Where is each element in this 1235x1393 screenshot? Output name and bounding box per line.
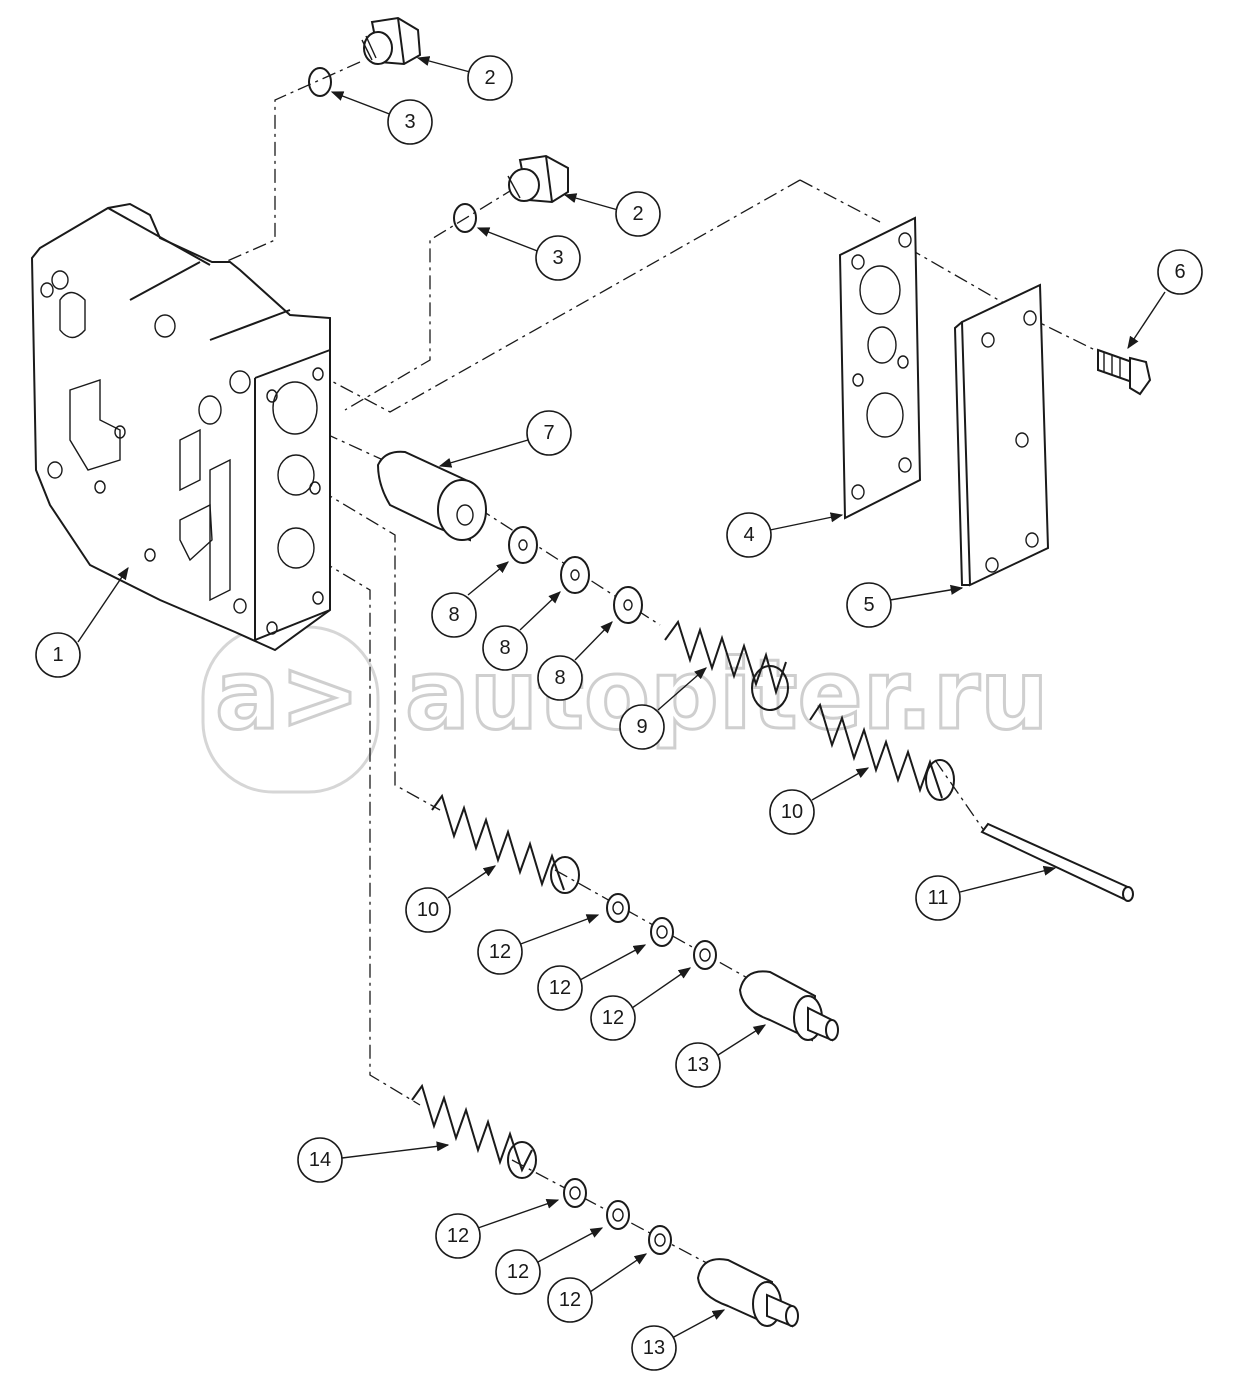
o-ring-upper — [308, 67, 332, 97]
callout-8-c: 8 — [537, 621, 613, 701]
callout-13-middle: 13 — [675, 1024, 767, 1088]
callout-12-middle-c: 12 — [590, 967, 692, 1041]
callout-12-middle-a: 12 — [477, 914, 600, 975]
rod — [980, 822, 1134, 902]
callout-6: 6 — [1127, 249, 1203, 350]
callout-2-upper: 2 — [416, 55, 513, 101]
callout-9: 9 — [619, 667, 707, 750]
bolt — [1097, 348, 1152, 396]
valve-body — [30, 202, 331, 652]
callout-7: 7 — [438, 410, 572, 468]
washers-12-middle — [606, 893, 717, 970]
callout-label: 12 — [507, 1261, 529, 1283]
callout-label: 13 — [687, 1054, 709, 1076]
callout-2-second: 2 — [563, 191, 661, 237]
callout-label: 9 — [636, 716, 647, 738]
callout-label: 11 — [928, 887, 949, 909]
callout-5: 5 — [846, 582, 964, 628]
watermark: a> autopiter.ru — [201, 625, 1050, 794]
callout-10-lower: 10 — [405, 865, 497, 933]
callout-label: 5 — [863, 594, 874, 616]
callout-label: 14 — [309, 1149, 331, 1171]
callout-3-upper: 3 — [330, 91, 433, 145]
spring-14 — [411, 1083, 537, 1179]
valve-13-lower — [696, 1258, 799, 1328]
callout-label: 12 — [602, 1007, 624, 1029]
callout-12-lower-c: 12 — [547, 1253, 648, 1323]
plug-upper — [361, 16, 422, 66]
callout-label: 12 — [549, 977, 571, 999]
callout-label: 1 — [52, 644, 63, 666]
callout-label: 3 — [552, 247, 563, 269]
callout-10-upper: 10 — [769, 767, 870, 835]
callout-11: 11 — [915, 865, 1057, 921]
callout-3-second: 3 — [476, 227, 581, 281]
callout-label: 10 — [781, 801, 803, 823]
callout-12-lower-a: 12 — [435, 1198, 560, 1259]
plug-second — [507, 154, 569, 204]
callout-12-middle-b: 12 — [537, 944, 647, 1011]
piston — [376, 450, 487, 542]
callout-label: 12 — [447, 1225, 469, 1247]
o-ring-second — [453, 203, 477, 233]
callout-label: 8 — [499, 637, 510, 659]
spring-9 — [664, 619, 789, 711]
callout-label: 8 — [554, 667, 565, 689]
callout-13-lower: 13 — [631, 1309, 726, 1371]
gasket — [838, 216, 922, 520]
callout-14: 14 — [297, 1137, 450, 1183]
callout-4: 4 — [726, 512, 844, 558]
callout-label: 2 — [484, 67, 495, 89]
callouts: 1 2 3 2 3 6 7 — [35, 55, 1203, 1371]
callout-label: 6 — [1174, 261, 1185, 283]
spring-10-upper — [809, 702, 955, 801]
washers-8 — [508, 526, 643, 624]
callout-label: 10 — [417, 899, 439, 921]
callout-label: 4 — [743, 524, 754, 546]
callout-label: 8 — [448, 604, 459, 626]
callout-label: 3 — [404, 111, 415, 133]
watermark-logo-glyph: a> — [215, 639, 360, 751]
washers-12-lower — [563, 1178, 672, 1255]
callout-8-a: 8 — [431, 561, 509, 638]
callout-label: 7 — [543, 422, 554, 444]
callout-1: 1 — [35, 566, 129, 678]
callout-label: 2 — [632, 203, 643, 225]
callout-8-b: 8 — [482, 591, 561, 671]
spring-10-lower — [431, 793, 580, 894]
valve-13-middle — [738, 970, 839, 1042]
callout-label: 13 — [643, 1337, 665, 1359]
cover-plate — [953, 283, 1050, 587]
callout-12-lower-b: 12 — [495, 1227, 604, 1295]
callout-label: 12 — [489, 941, 511, 963]
callout-label: 12 — [559, 1289, 581, 1311]
